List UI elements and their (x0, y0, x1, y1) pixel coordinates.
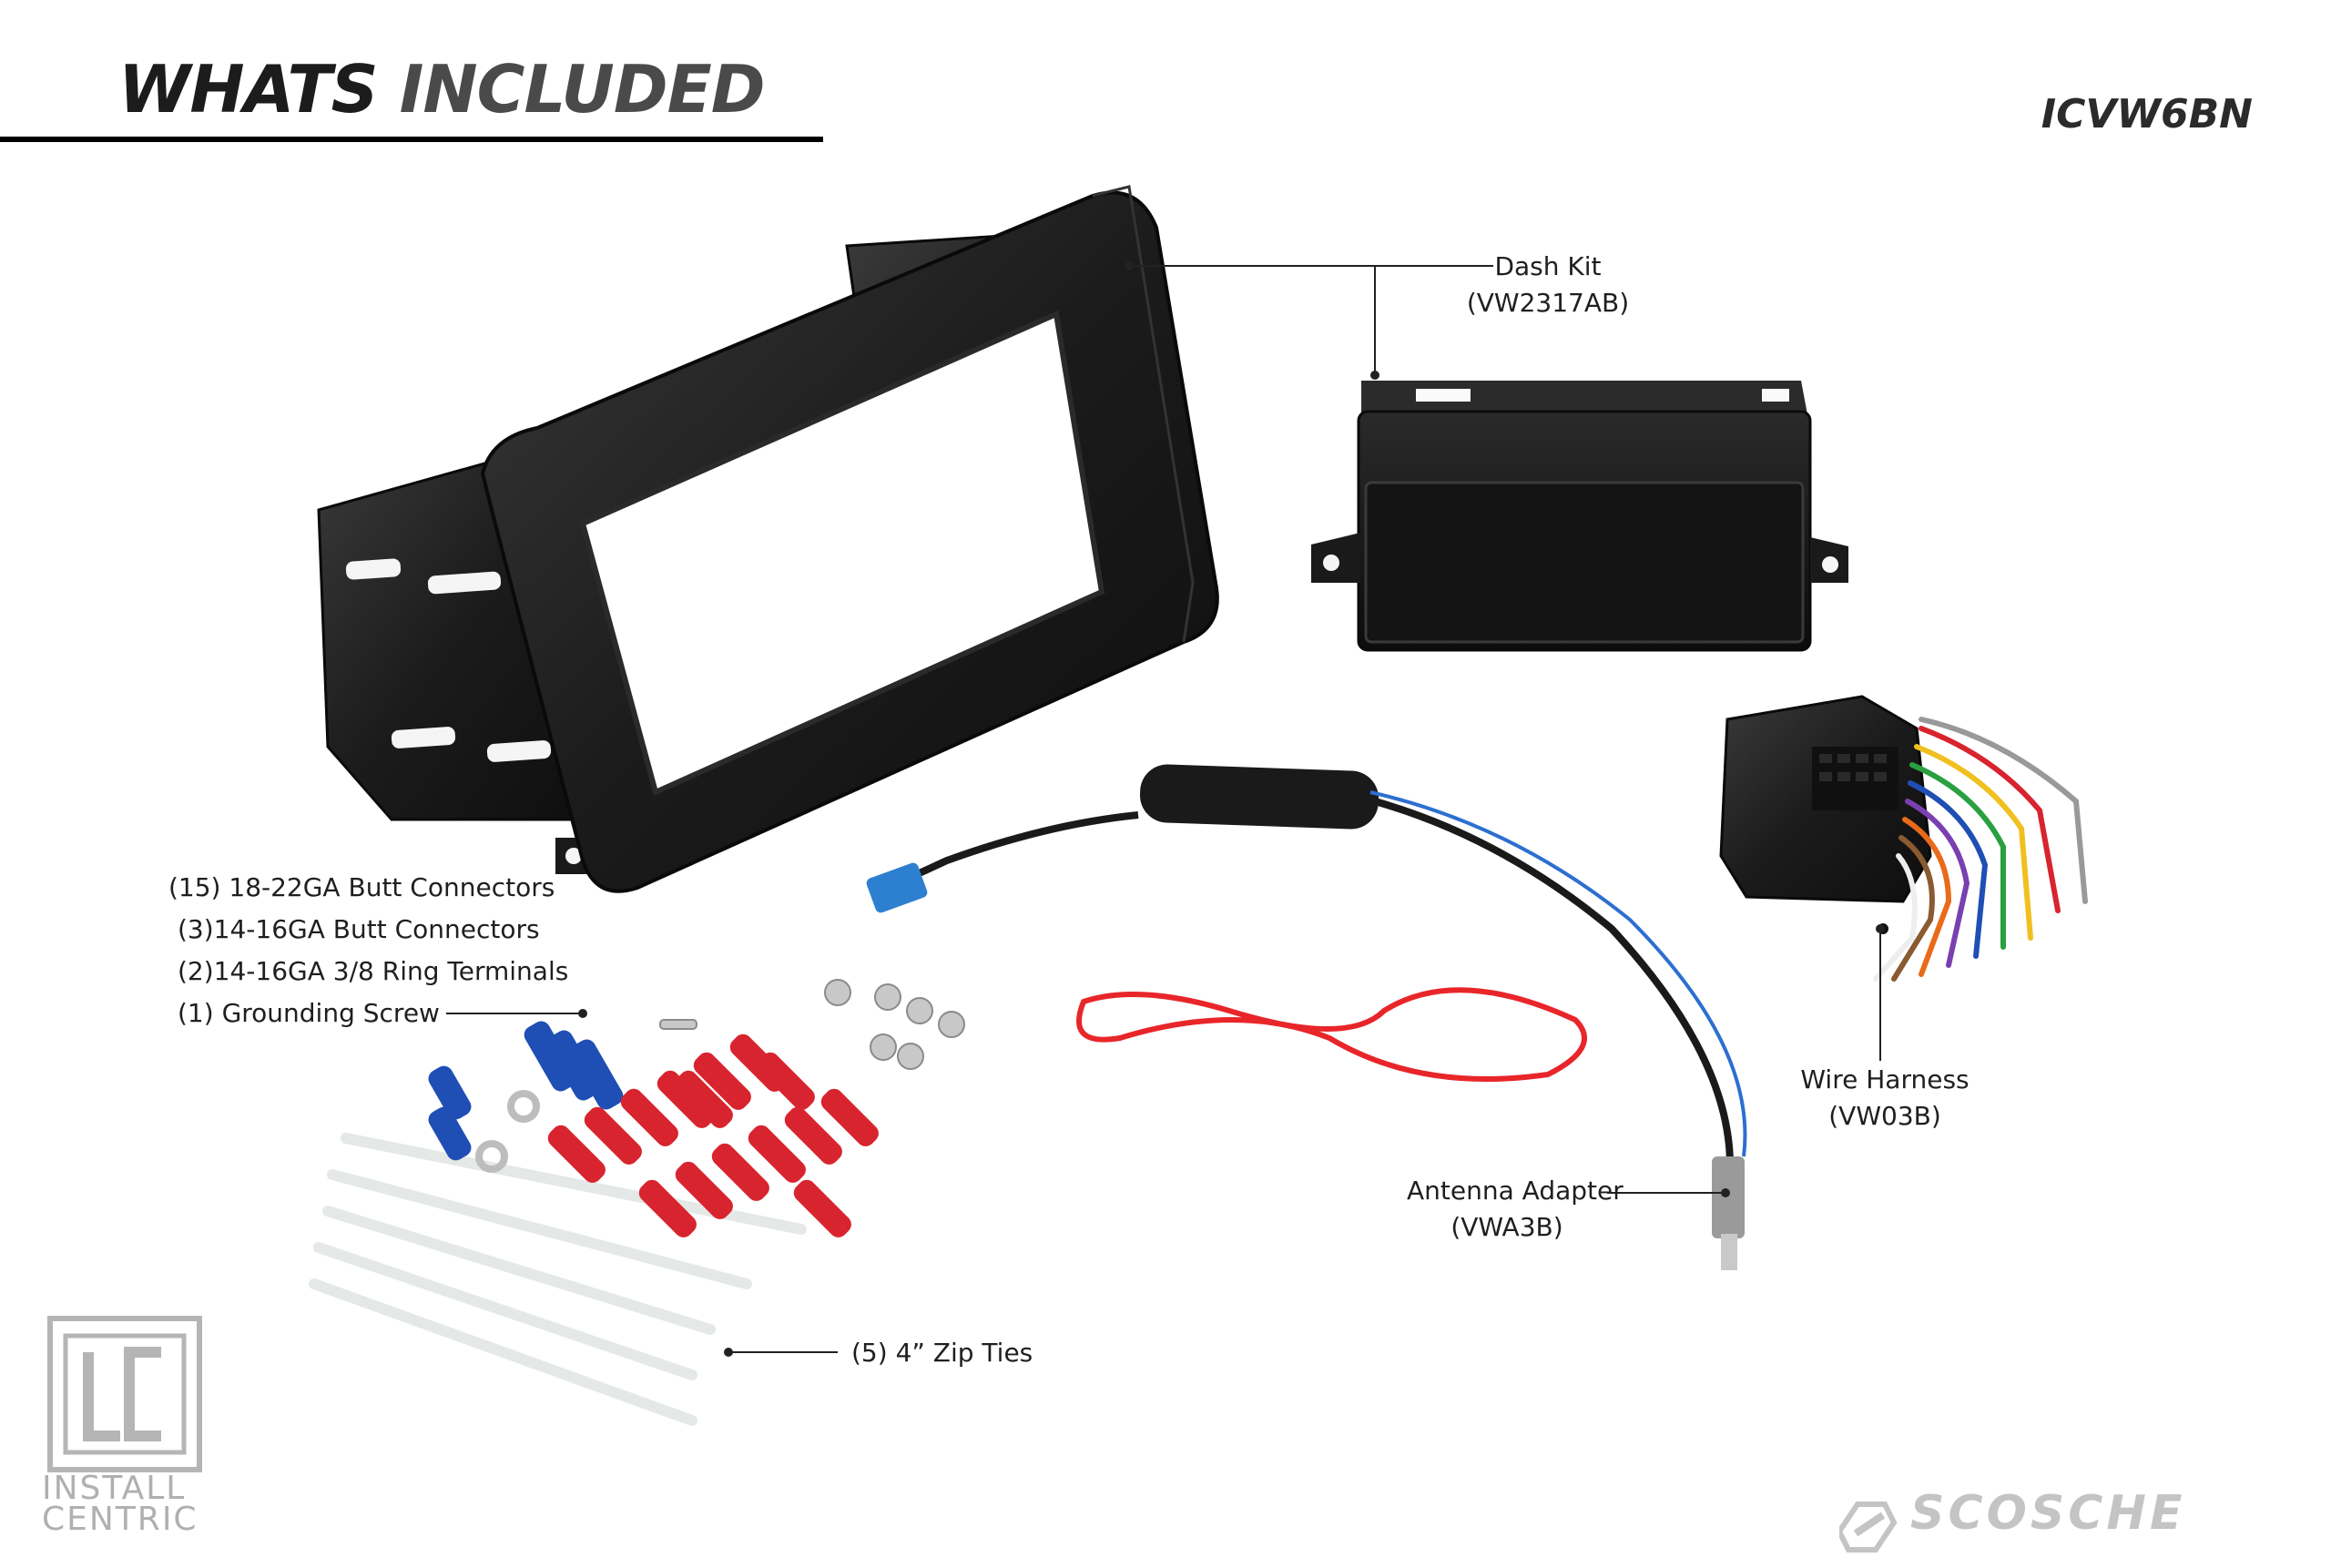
antenna-adapter (866, 764, 1747, 1270)
connectors-line-1: (15) 18-22GA Butt Connectors (168, 872, 555, 902)
wire-harness-name: Wire Harness (1800, 1064, 1970, 1095)
dash-kit-name: Dash Kit (1494, 251, 1602, 281)
install-centric-line-1: INSTALL (42, 1470, 187, 1507)
page-title: WHATS INCLUDED (118, 56, 766, 122)
callout-dots (578, 261, 1885, 1357)
dash-kit-bezel (480, 185, 1219, 893)
red-wire (1076, 987, 1587, 1082)
dash-kit-label: Dash Kit (VW2317AB) (1457, 249, 1639, 321)
install-centric-line-2: CENTRIC (42, 1501, 198, 1538)
screws (659, 979, 965, 1070)
antenna-adapter-name: Antenna Adapter (1407, 1176, 1624, 1206)
zip-ties-label: (5) 4” Zip Ties (851, 1338, 1033, 1368)
install-centric-wordmark: INSTALL CENTRIC (42, 1470, 198, 1538)
model-number: ICVW6BN (2041, 91, 2253, 137)
title-underline (0, 137, 823, 142)
title-word-1: WHATS (118, 51, 378, 127)
title-word-2: INCLUDED (399, 51, 766, 127)
wire-harness-label: Wire Harness (VW03B) (1785, 1062, 1985, 1135)
wire-harness (1719, 695, 2088, 982)
storage-pocket (1311, 381, 1848, 652)
scosche-logo-icon (1839, 1502, 1898, 1553)
callout-lines (446, 265, 1881, 1353)
connectors-line-2: (3)14-16GA Butt Connectors (178, 914, 540, 944)
blue-connectors (428, 1021, 624, 1161)
connectors-line-3: (2)14-16GA 3/8 Ring Terminals (178, 956, 569, 986)
connectors-line-4: (1) Grounding Screw (178, 998, 440, 1028)
scosche-wordmark: SCOSCHE (1910, 1486, 2186, 1541)
wire-harness-part: (VW03B) (1828, 1101, 1941, 1131)
antenna-adapter-label: Antenna Adapter (VWA3B) (1407, 1173, 1624, 1246)
install-centric-logo-icon (47, 1316, 202, 1472)
red-connectors (547, 1033, 879, 1237)
antenna-adapter-part: (VWA3B) (1451, 1212, 1563, 1242)
ring-terminals (475, 1090, 540, 1173)
zip-ties (309, 1133, 807, 1426)
connectors-label: (15) 18-22GA Butt Connectors (3)14-16GA … (168, 870, 568, 1037)
dash-kit-part: (VW2317AB) (1466, 288, 1630, 318)
